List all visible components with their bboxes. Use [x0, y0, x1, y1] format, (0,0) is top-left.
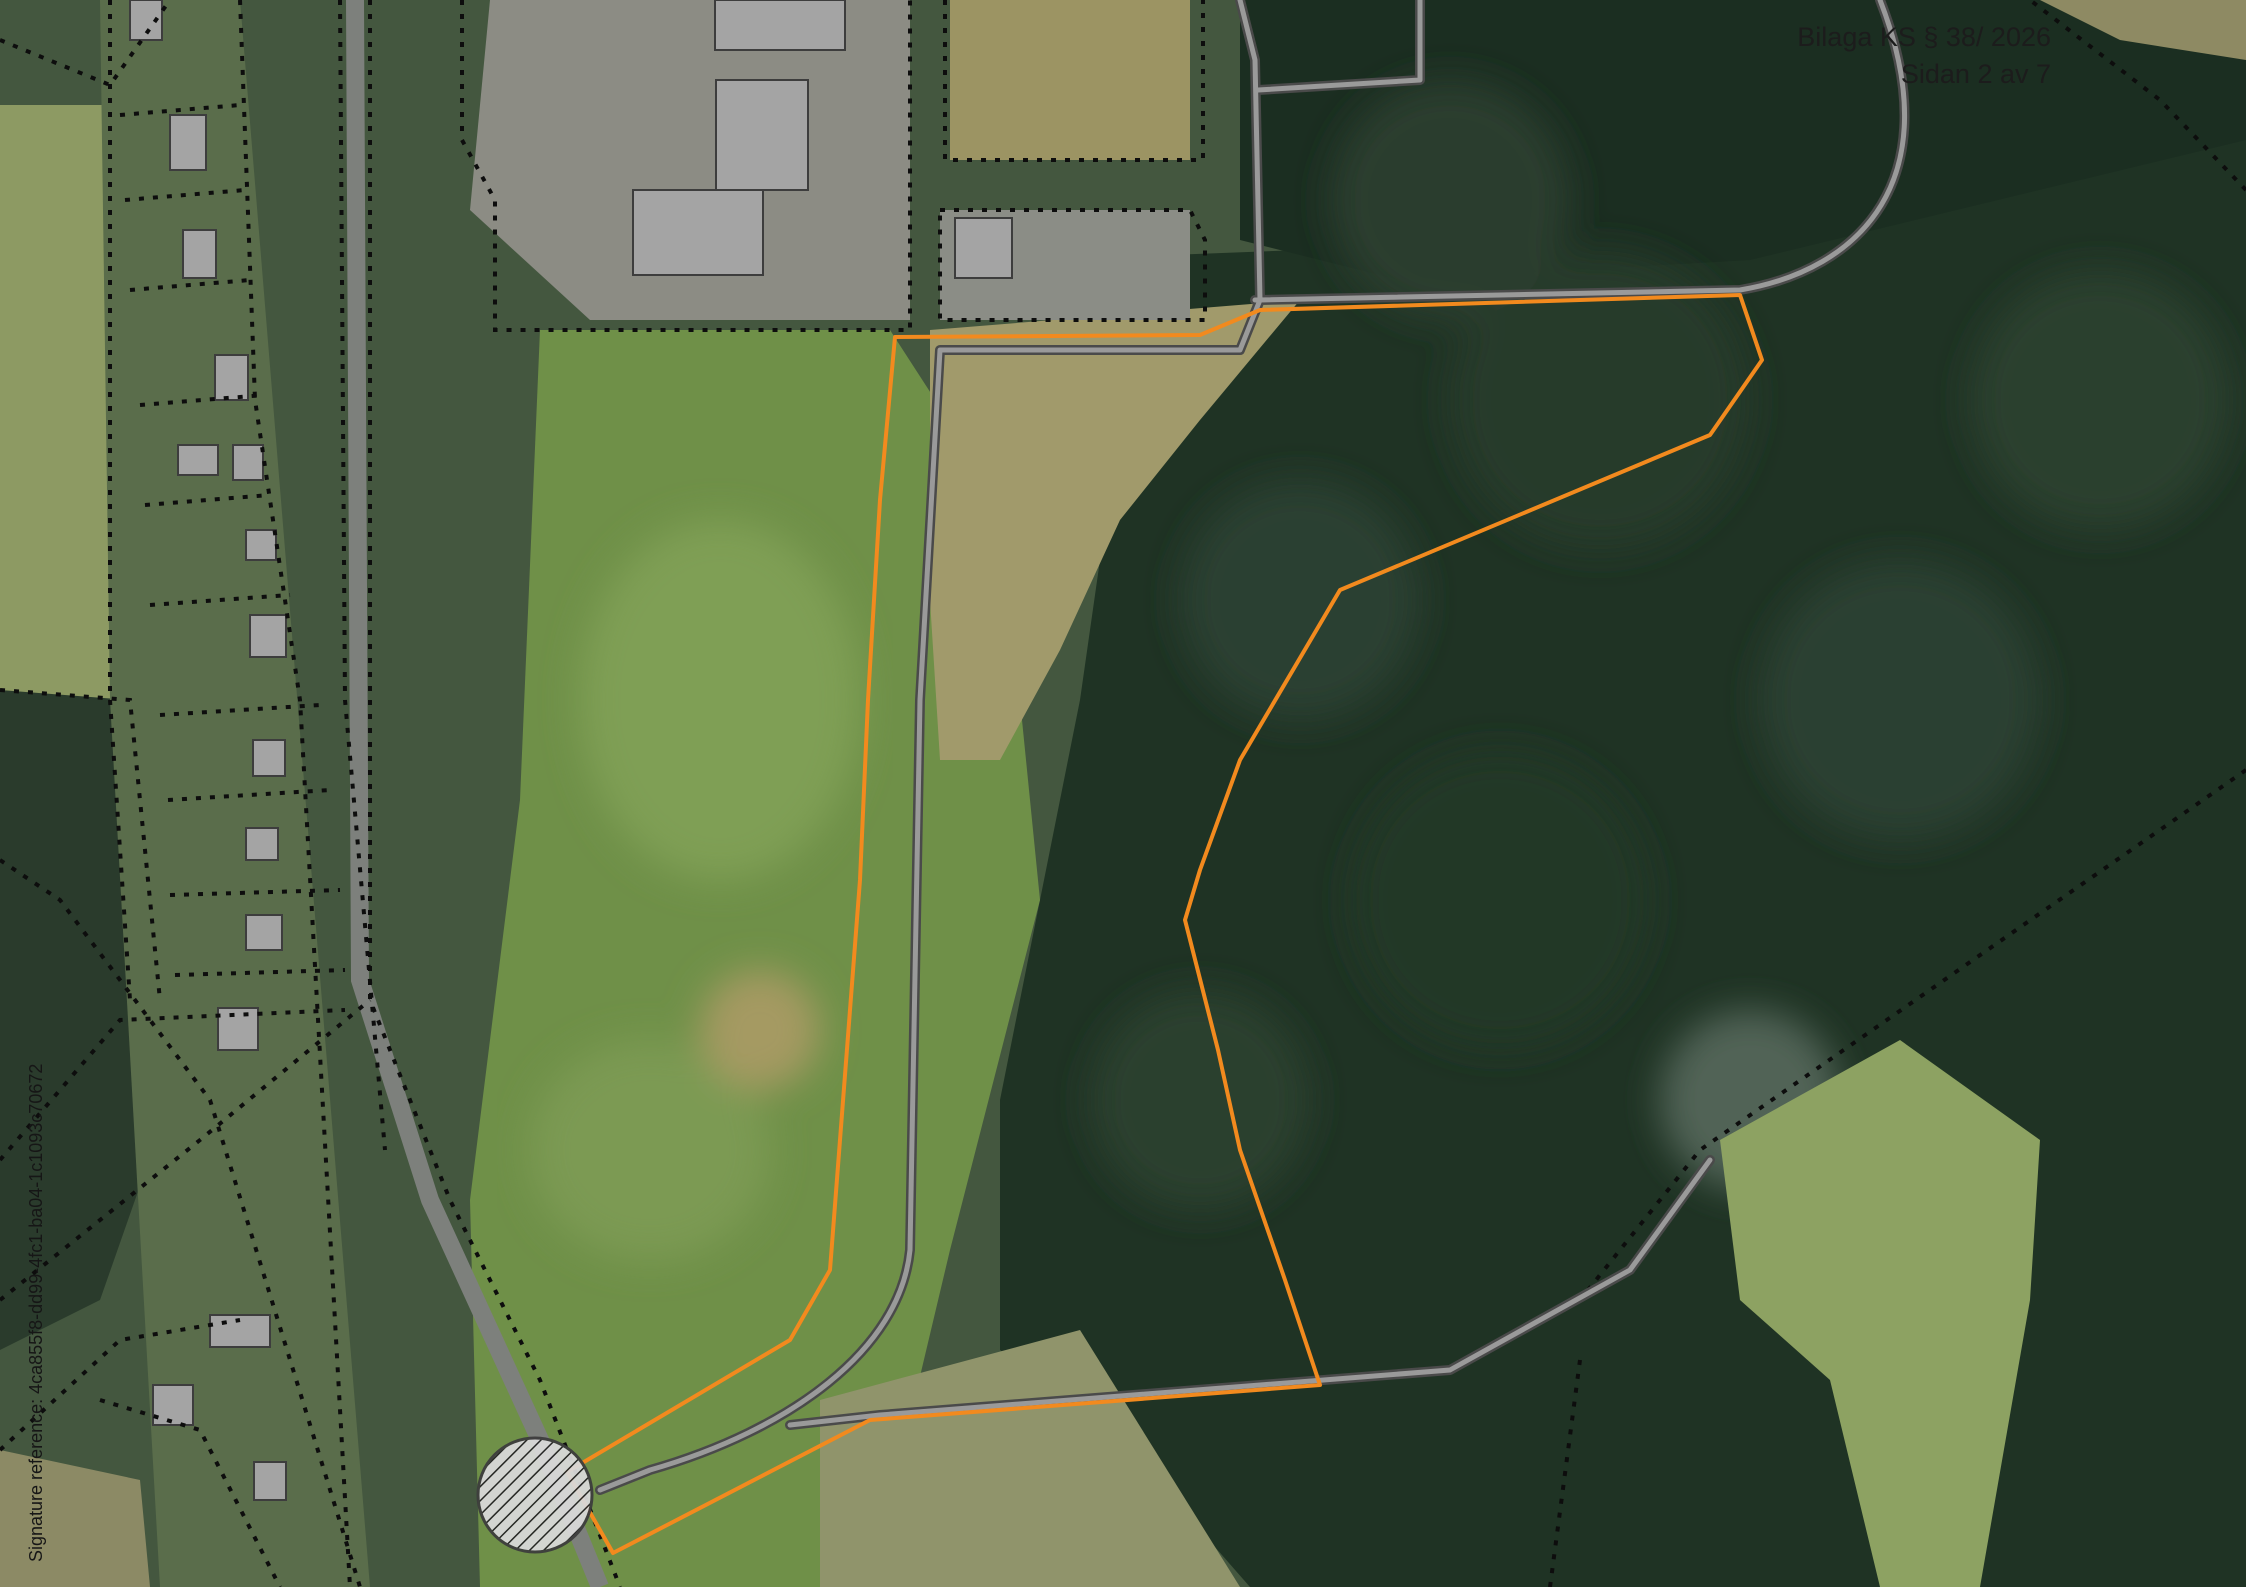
field-southwest	[0, 1450, 150, 1587]
field-texture	[530, 520, 860, 1260]
residential-area	[100, 0, 370, 1587]
page-label: Sidan 2 av 7	[1900, 59, 2051, 89]
appendix-label: Bilaga KS § 38/ 2026	[1797, 22, 2051, 52]
field-south-center	[820, 1330, 1240, 1587]
plan-boundary	[565, 293, 1764, 1555]
meadow-north	[950, 0, 1190, 160]
forest-texture	[1090, 80, 2230, 1210]
signature-reference: Signature reference: 4ca855f8-dd99-4fc1-…	[26, 1063, 46, 1562]
meadow-northeast	[2040, 0, 2246, 60]
field-southeast	[1720, 1040, 2040, 1587]
meadow-center	[930, 300, 1300, 760]
junction-hatch-icon	[476, 1436, 594, 1554]
access-road	[595, 0, 1910, 1495]
